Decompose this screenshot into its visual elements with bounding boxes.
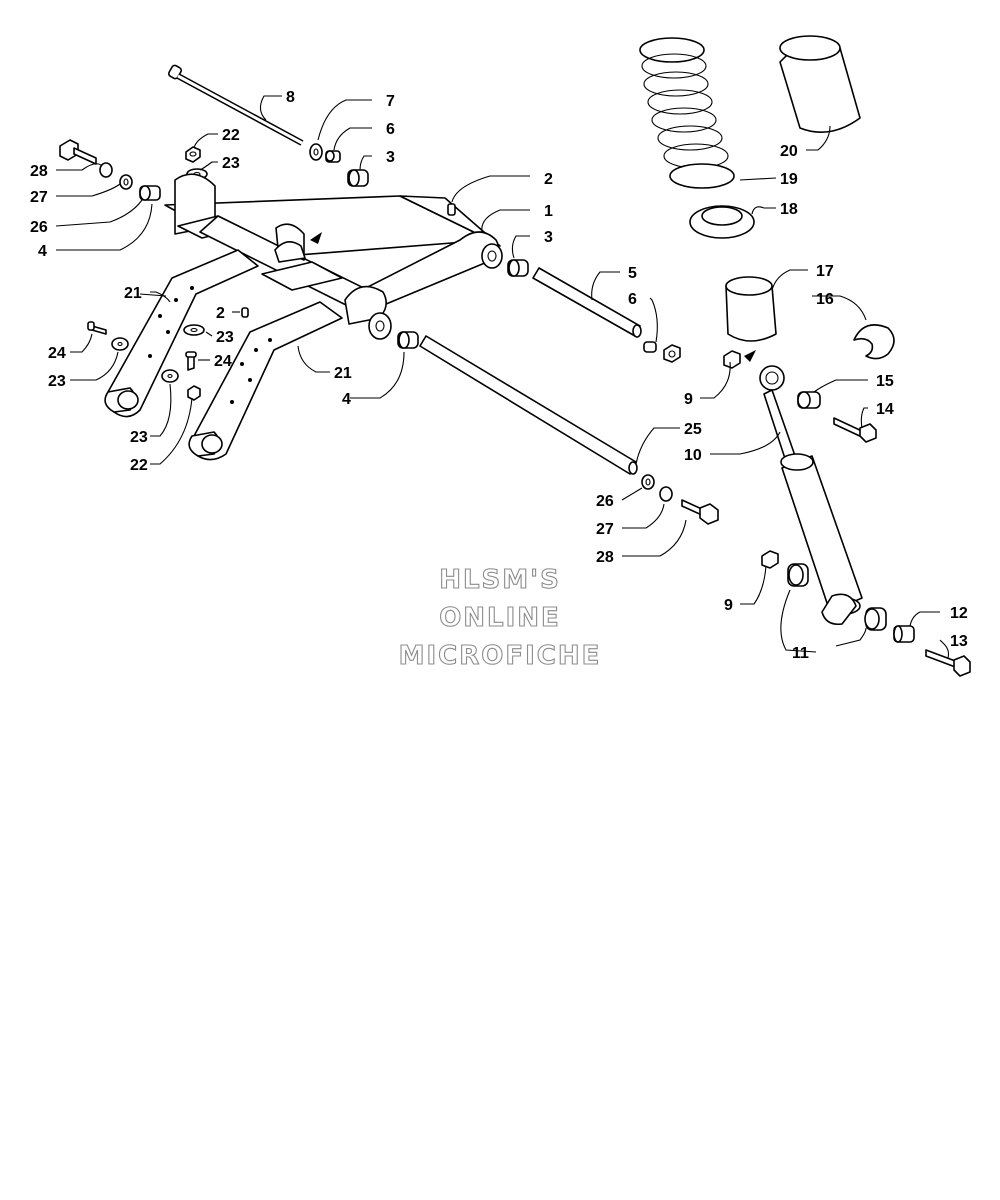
callout-21-right: 21 <box>334 365 352 382</box>
callout-16: 16 <box>816 291 834 308</box>
callout-2-lower: 2 <box>216 305 225 322</box>
leader-lines <box>55 95 950 659</box>
callout-23-left: 23 <box>48 373 66 390</box>
grease-fitting-2-lower <box>241 307 249 318</box>
shock-absorber-10 <box>744 350 863 626</box>
callout-22-upper: 22 <box>222 127 240 144</box>
callout-11: 11 <box>792 645 809 662</box>
nut-22-upper <box>185 146 201 163</box>
nut-9-lower <box>663 344 681 363</box>
screw-24-right <box>185 351 197 371</box>
watermark-line-2: ONLINE <box>439 603 561 633</box>
callout-12: 12 <box>950 605 968 622</box>
callout-15: 15 <box>876 373 894 390</box>
callout-27-upper: 27 <box>30 189 48 206</box>
callout-22-lower: 22 <box>130 457 148 474</box>
callout-28-lower: 28 <box>596 549 614 566</box>
washer-27-lower <box>659 486 673 502</box>
callout-18: 18 <box>780 201 798 218</box>
washer-26-lower <box>641 474 655 490</box>
swing-arm <box>164 173 503 340</box>
washer-27-upper <box>99 162 113 178</box>
callout-17: 17 <box>816 263 834 280</box>
retaining-clip-16 <box>853 324 895 360</box>
bolt-28-lower <box>681 499 719 525</box>
bushing-3-upper <box>347 169 369 187</box>
callout-23-upper: 23 <box>222 155 240 172</box>
coil-spring-19 <box>639 37 735 189</box>
callout-20: 20 <box>780 143 798 160</box>
washer-26-upper <box>119 174 133 190</box>
bushing-6-upper <box>325 150 341 163</box>
bushing-11 <box>787 563 809 587</box>
callout-4-lower: 4 <box>342 391 351 408</box>
spring-retainer-18 <box>689 205 755 239</box>
shaft-5 <box>532 267 642 338</box>
callout-5: 5 <box>628 265 637 282</box>
shaft-25 <box>419 335 638 475</box>
screw-24-left <box>87 321 107 335</box>
bushing-4-lower <box>397 331 419 349</box>
callout-13: 13 <box>950 633 968 650</box>
callout-9-lower: 9 <box>724 597 733 614</box>
bolt-14 <box>833 417 877 443</box>
nut-9-lowershock <box>761 550 779 569</box>
callout-23-mid: 23 <box>216 329 234 346</box>
callout-10: 10 <box>684 447 702 464</box>
bolt-13 <box>925 649 971 677</box>
washer-23-lower <box>161 369 179 383</box>
nut-9-upper <box>723 350 741 369</box>
callout-6-lower: 6 <box>628 291 637 308</box>
callout-2-upper: 2 <box>544 171 553 188</box>
callout-21-left: 21 <box>124 285 142 302</box>
bushing-11b <box>864 607 887 631</box>
through-bolt-long <box>167 64 304 146</box>
washer-23-left <box>111 337 129 351</box>
bushing-6-lower <box>643 341 657 353</box>
callout-14: 14 <box>876 401 894 418</box>
watermark-line-3: MICROFICHE <box>399 641 602 671</box>
watermark-line-1: HLSM'S <box>439 565 561 595</box>
callout-3-upper: 3 <box>386 149 395 166</box>
rear-arm-21-right <box>188 301 343 461</box>
callout-3-lower: 3 <box>544 229 553 246</box>
callout-19: 19 <box>780 171 798 188</box>
bushing-15 <box>797 391 821 409</box>
callout-24-left: 24 <box>48 345 66 362</box>
callout-23-lower: 23 <box>130 429 148 446</box>
bushing-4-upper <box>139 185 161 201</box>
callout-24-right: 24 <box>214 353 232 370</box>
spring-cover-20 <box>779 35 861 134</box>
callout-9-upper: 9 <box>684 391 693 408</box>
callout-6-upper: 6 <box>386 121 395 138</box>
bushing-3-lower <box>507 259 529 277</box>
callout-1: 1 <box>544 203 553 220</box>
callout-8: 8 <box>286 89 295 106</box>
callout-4-upper: 4 <box>38 243 47 260</box>
washer-23-mid <box>183 324 205 336</box>
rear-arm-21-left <box>104 249 259 418</box>
bump-stop-17 <box>725 276 777 342</box>
watermark: HLSM'S ONLINE MICROFICHE <box>398 564 602 671</box>
callout-28-upper: 28 <box>30 163 48 180</box>
nut-22-lower <box>187 385 201 401</box>
sleeve-12 <box>893 625 915 643</box>
callout-27-lower: 27 <box>596 521 614 538</box>
callout-labels: 8 7 6 3 22 23 28 27 26 4 2 1 3 5 6 9 21 … <box>30 89 968 662</box>
callout-26-upper: 26 <box>30 219 48 236</box>
callout-26-lower: 26 <box>596 493 614 510</box>
bolt-28-upper <box>59 139 97 165</box>
callout-25: 25 <box>684 421 702 438</box>
washer-7 <box>309 143 323 161</box>
callout-7: 7 <box>386 93 395 110</box>
